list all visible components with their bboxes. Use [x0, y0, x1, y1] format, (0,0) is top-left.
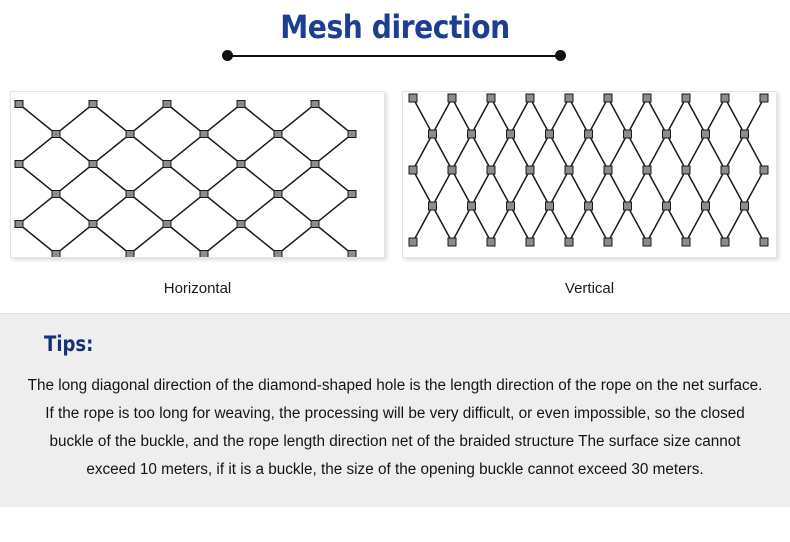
vertical-mesh-diagram — [408, 93, 769, 247]
tips-section: Tips: The long diagonal direction of the… — [0, 313, 790, 507]
tips-body-text: The long diagonal direction of the diamo… — [27, 377, 763, 478]
horizontal-mesh-diagram — [14, 99, 357, 257]
page-header: Mesh direction — [0, 0, 790, 78]
title-divider-rule — [222, 50, 566, 62]
rule-line — [228, 55, 560, 57]
tips-heading: Tips: — [44, 332, 94, 356]
caption-horizontal: Horizontal — [163, 280, 232, 297]
page-title: Mesh direction — [280, 8, 510, 46]
caption-vertical: Vertical — [564, 280, 615, 297]
horizontal-mesh-panel — [10, 91, 385, 258]
mesh-caption-row: Horizontal Vertical — [0, 278, 790, 304]
rule-end-dot-right — [555, 50, 566, 61]
rule-end-dot-left — [222, 50, 233, 61]
mesh-diagram-row — [0, 88, 790, 263]
vertical-mesh-panel — [402, 91, 777, 258]
